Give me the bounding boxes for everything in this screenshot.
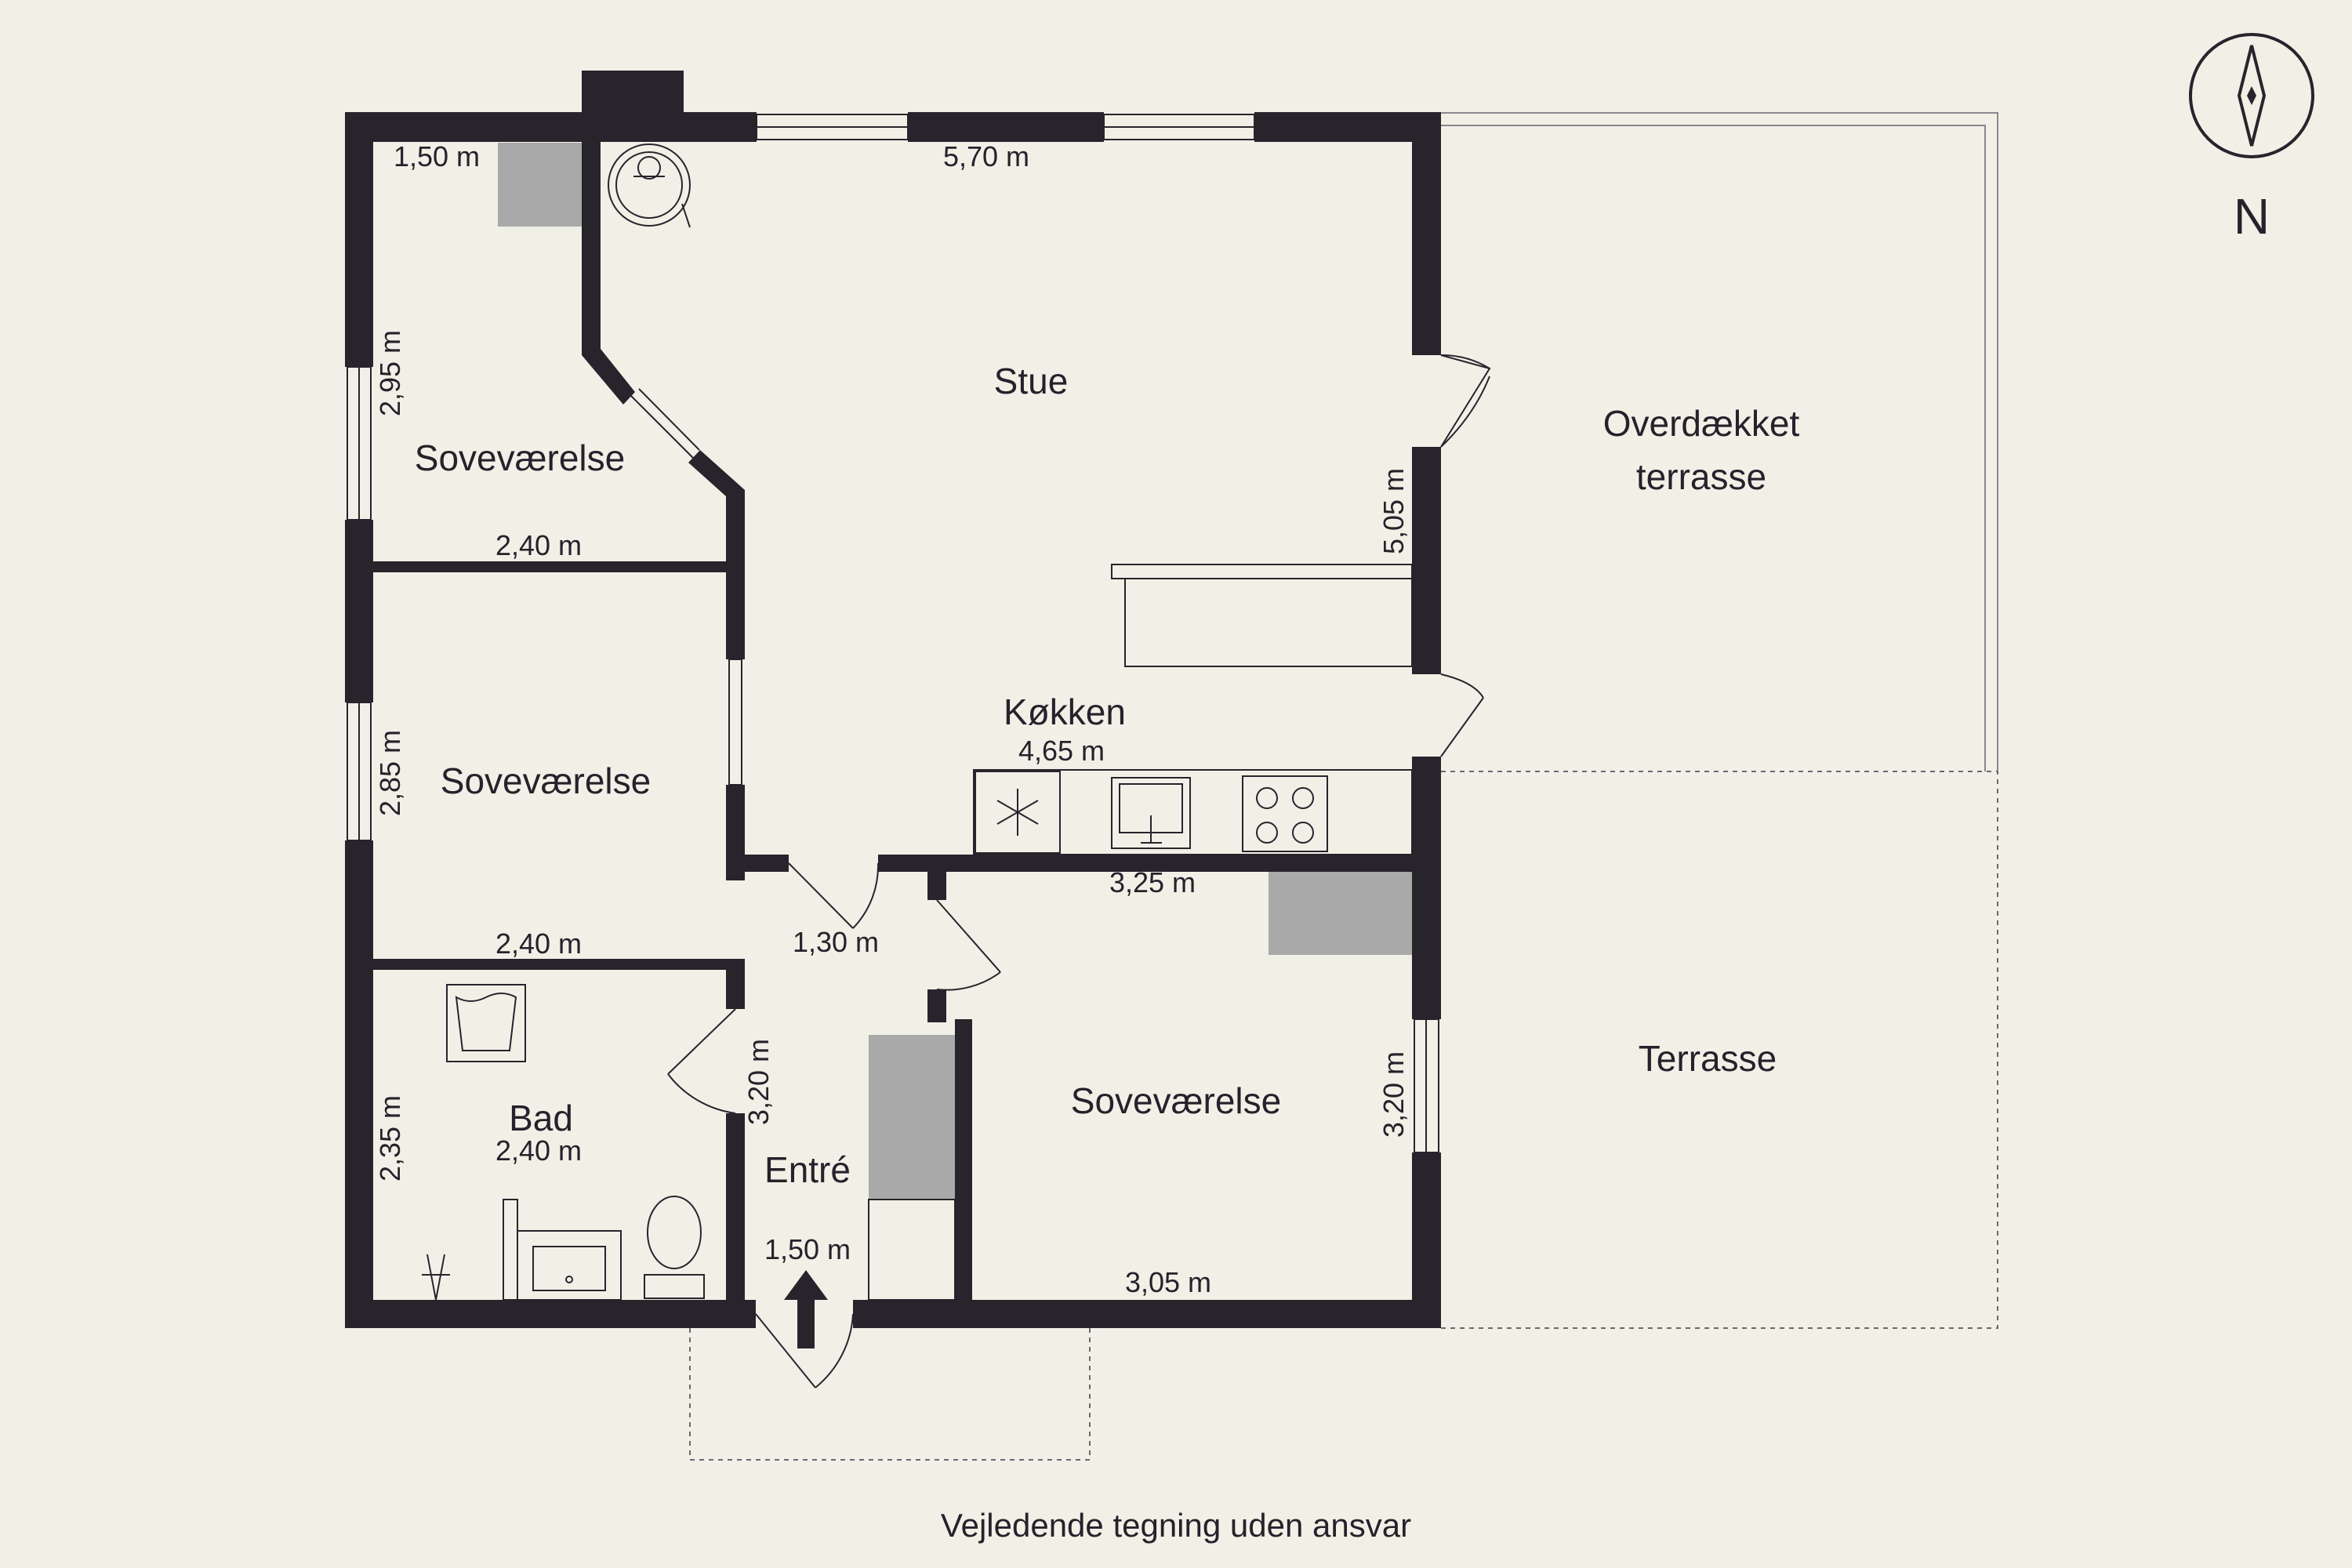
toilet-icon — [644, 1196, 705, 1299]
shower-icon — [503, 1199, 622, 1301]
disclaimer-text: Vejledende tegning uden ansvar — [941, 1507, 1411, 1544]
dimension-labels: 1,50 m 5,70 m 2,95 m 2,40 m 5,05 m 4,65 … — [374, 140, 1410, 1298]
dim-hall-width: 1,30 m — [793, 926, 879, 958]
room-label-bath: Bad — [509, 1098, 573, 1138]
dim-bath-width: 2,40 m — [495, 1134, 582, 1167]
dim-bedroom-right-bottom: 3,05 m — [1125, 1266, 1211, 1298]
door-arcs — [667, 354, 1491, 1388]
room-label-stue: Stue — [994, 361, 1069, 401]
fixtures — [422, 143, 1413, 1301]
stove-icon — [608, 143, 691, 228]
room-labels: Stue Overdækket terrasse Soveværelse Sov… — [415, 361, 1800, 1190]
dim-bedroom-middle-height: 2,85 m — [374, 730, 406, 816]
dim-kitchen-width: 4,65 m — [1018, 735, 1105, 767]
dim-entrance-height: 3,20 m — [742, 1039, 775, 1125]
outer-walls — [345, 71, 1441, 1328]
dim-stue-height: 5,05 m — [1377, 468, 1410, 554]
dim-bedroom-right-height: 3,20 m — [1377, 1051, 1410, 1138]
compass-icon — [2189, 33, 2314, 158]
dim-stue-width: 5,70 m — [943, 140, 1029, 172]
sink-icon — [1111, 777, 1191, 849]
dim-top-left-width: 1,50 m — [394, 140, 480, 172]
dim-bedroom-top-width: 2,40 m — [495, 529, 582, 561]
interior-walls — [373, 112, 1441, 1328]
dim-bath-height: 2,35 m — [374, 1095, 406, 1181]
room-label-covered-terrace-2: terrasse — [1636, 456, 1766, 497]
entrance-arrow-icon — [784, 1270, 828, 1348]
terrace-outline — [1441, 771, 1998, 1329]
freezer-icon — [975, 771, 1061, 854]
room-label-bedroom-right: Soveværelse — [1071, 1080, 1281, 1121]
covered-terrace-outline — [1441, 112, 1998, 771]
compass: N — [2189, 33, 2314, 245]
dim-bedroom-top-height: 2,95 m — [374, 330, 406, 416]
room-label-kitchen: Køkken — [1004, 691, 1126, 732]
compass-north-label: N — [2234, 188, 2270, 245]
hob-icon — [1242, 775, 1328, 852]
room-label-bedroom-middle: Soveværelse — [441, 760, 651, 801]
entrance-step-outline — [689, 1328, 1091, 1461]
floor-drain-icon — [422, 1254, 450, 1301]
room-label-entrance: Entré — [764, 1149, 851, 1190]
washbasin-icon — [446, 984, 526, 1062]
room-label-covered-terrace-1: Overdækket — [1603, 403, 1800, 444]
room-label-terrace: Terrasse — [1639, 1038, 1777, 1079]
dim-bedroom-right-top: 3,25 m — [1109, 866, 1196, 898]
room-label-bedroom-top: Soveværelse — [415, 437, 625, 478]
dim-bedroom-middle-width: 2,40 m — [495, 927, 582, 960]
dim-entrance-width: 1,50 m — [764, 1233, 851, 1265]
